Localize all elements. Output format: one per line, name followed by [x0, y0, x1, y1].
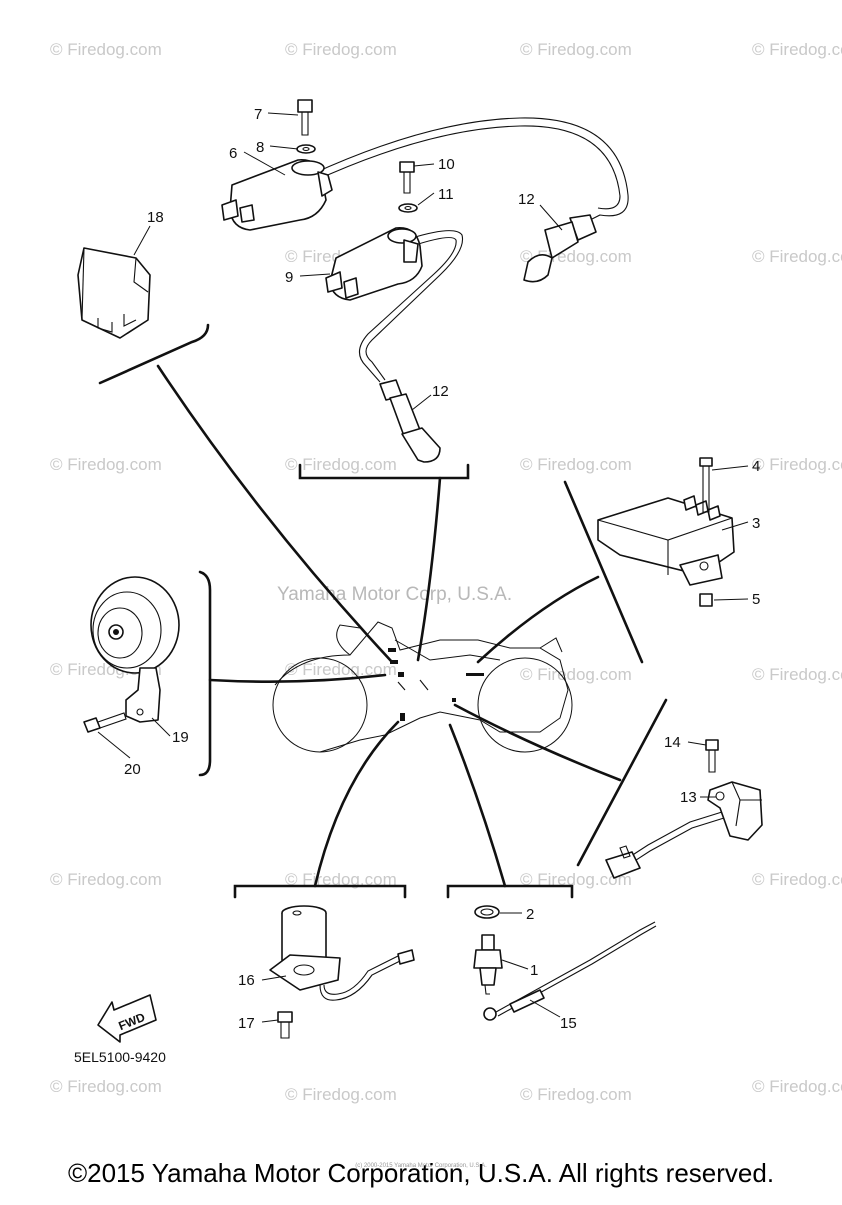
bracket-sensor — [576, 698, 668, 867]
callout-11: 11 — [438, 186, 454, 203]
watermark: © Firedog.com — [50, 1077, 162, 1096]
callout-17: 17 — [238, 1015, 255, 1032]
watermark: © Firedog.com — [752, 665, 842, 684]
fwd-arrow-icon: FWD — [97, 994, 157, 1043]
watermark: © Firedog.com — [520, 665, 632, 684]
ignition-coil-upper — [221, 99, 629, 231]
callout-15: 15 — [560, 1015, 577, 1032]
spark-plug — [473, 905, 657, 1021]
callout-16: 16 — [238, 972, 255, 989]
watermark: © Firedog.com — [50, 455, 162, 474]
bracket-plug — [446, 884, 574, 899]
ignition-coil-lower — [325, 161, 464, 383]
callout-2: 2 — [526, 906, 534, 923]
callout-7: 7 — [254, 106, 262, 123]
watermark: © Firedog.com — [520, 1085, 632, 1104]
watermark: © Firedog.com — [520, 40, 632, 59]
bracket-horn — [198, 570, 212, 777]
callout-10: 10 — [438, 156, 455, 173]
horn-part — [83, 576, 180, 733]
callout-labels: 7 8 6 10 11 18 12 9 12 4 3 5 14 13 19 20… — [74, 106, 760, 1065]
connector-horn — [208, 673, 387, 683]
watermark: © Firedog.com — [752, 870, 842, 889]
connector-coils — [416, 476, 442, 662]
watermark: © Firedog.com — [50, 40, 162, 59]
callout-6: 6 — [229, 145, 237, 162]
connector-switch — [313, 720, 400, 888]
connector-igniter — [476, 575, 600, 664]
speed-sensor — [605, 739, 763, 879]
callout-3: 3 — [752, 515, 760, 532]
watermark: © Firedog.com — [285, 1085, 397, 1104]
spark-plug-cap-lower — [379, 379, 441, 463]
watermark: © Firedog.com — [752, 455, 842, 474]
drawing-code: 5EL5100-9420 — [74, 1049, 166, 1065]
watermark: © Firedog.com — [285, 870, 397, 889]
callout-4: 4 — [752, 458, 760, 475]
bracket-relay — [98, 323, 210, 385]
bracket-switch — [233, 884, 407, 899]
connector-plug — [448, 723, 507, 888]
callout-14: 14 — [664, 734, 681, 751]
bracket-igniter — [563, 480, 644, 664]
watermark: © Firedog.com — [752, 40, 842, 59]
watermark: © Firedog.com — [50, 870, 162, 889]
leader-lines — [97, 112, 749, 1023]
callout-8: 8 — [256, 139, 264, 156]
watermark: © Firedog.com — [520, 870, 632, 889]
watermark: © Firedog.com — [285, 40, 397, 59]
callout-1: 1 — [530, 962, 538, 979]
relay-part — [77, 247, 151, 339]
callout-12-lower: 12 — [432, 383, 449, 400]
connector-sensor — [453, 703, 622, 782]
watermark-layer: © Firedog.com © Firedog.com © Firedog.co… — [50, 40, 842, 1104]
callout-9: 9 — [285, 269, 293, 286]
watermark: © Firedog.com — [752, 247, 842, 266]
callout-20: 20 — [124, 761, 141, 778]
center-watermark: Yamaha Motor Corp, U.S.A. — [277, 584, 512, 605]
watermark: © Firedog.com — [285, 455, 397, 474]
neutral-switch — [269, 905, 415, 1039]
callout-18: 18 — [147, 209, 164, 226]
motorcycle-outline — [272, 621, 573, 753]
connector-relay — [156, 364, 394, 664]
bracket-coils — [298, 463, 470, 480]
watermark: © Firedog.com — [520, 455, 632, 474]
watermark: © Firedog.com — [752, 1077, 842, 1096]
group-brackets — [98, 323, 668, 899]
footer-fine-print: (c) 2000-2015 Yamaha Motor Corporation, … — [355, 1163, 487, 1169]
watermark: © Firedog.com — [285, 660, 397, 679]
callout-12-upper: 12 — [518, 191, 535, 208]
callout-5: 5 — [752, 591, 760, 608]
spark-plug-cap-upper — [523, 214, 597, 283]
copyright-footer: ©2015 Yamaha Motor Corporation, U.S.A. A… — [67, 1158, 775, 1188]
callout-19: 19 — [172, 729, 189, 746]
igniter-unit — [597, 457, 735, 607]
callout-13: 13 — [680, 789, 697, 806]
